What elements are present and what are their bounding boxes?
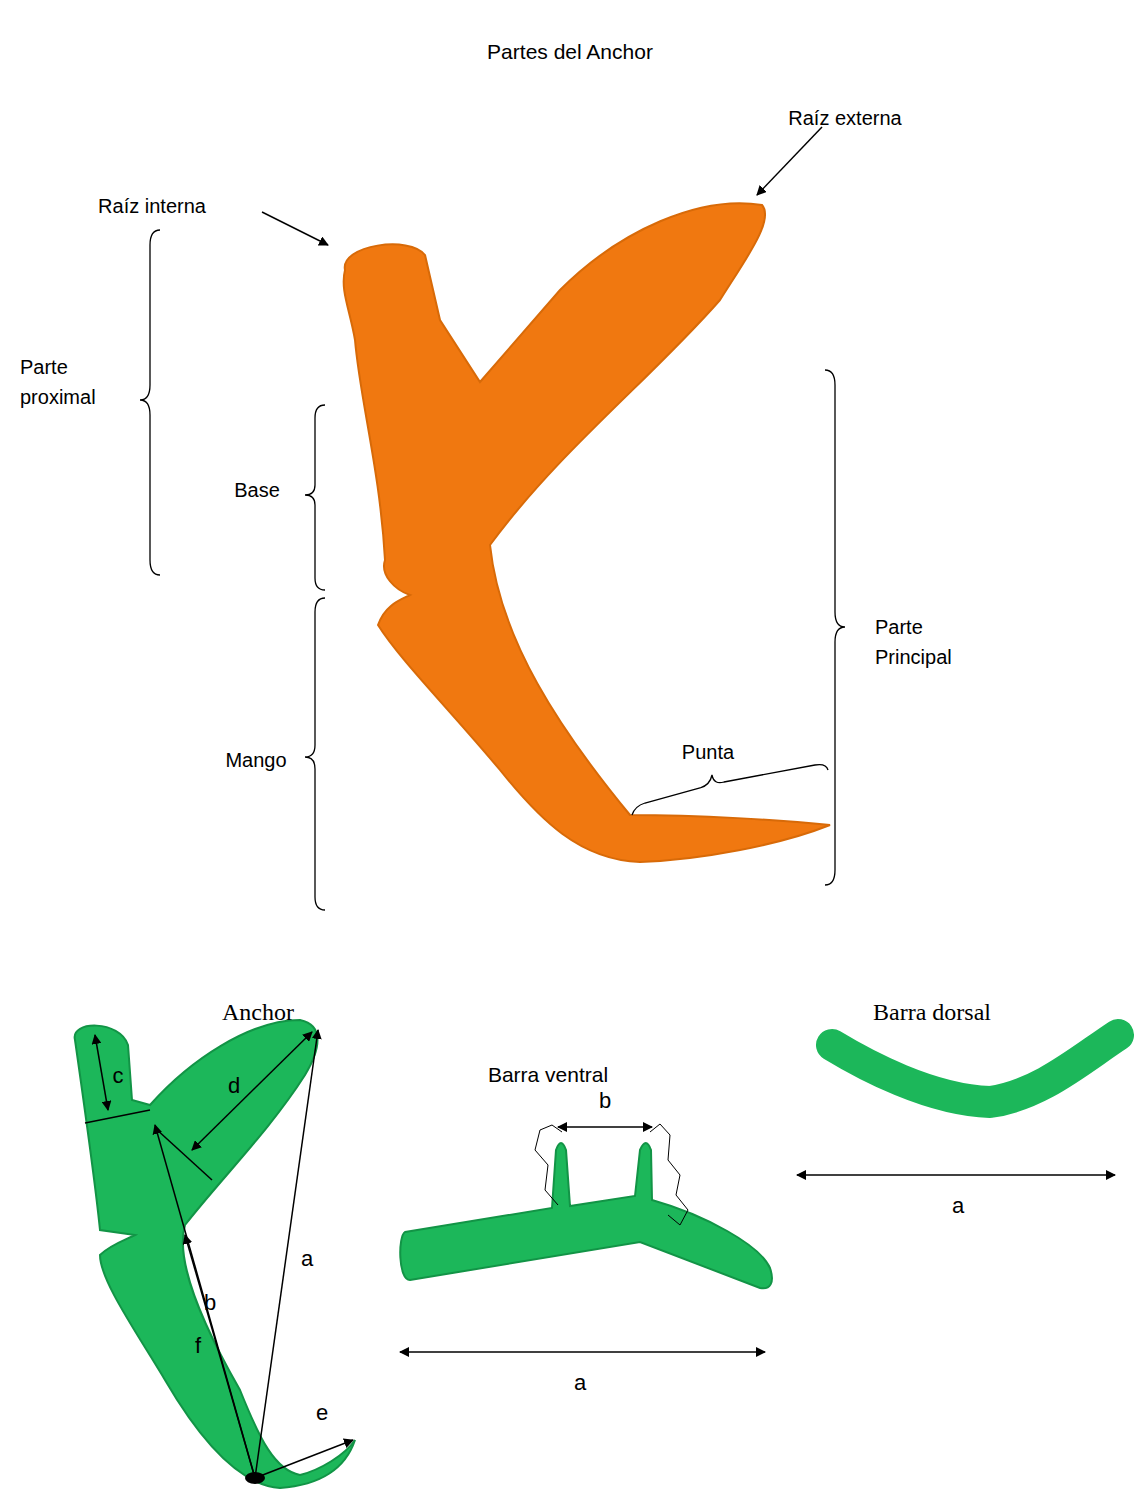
dimension-arrow [255,1440,353,1478]
part-label: Raíz interna [98,191,206,221]
dimension-line [85,1110,150,1123]
dimension-arrow [185,1235,255,1478]
part-label: Parte Principal [875,612,985,672]
anchor-shape [344,203,830,862]
leader-arrow [262,212,328,245]
leader-arrow [757,127,822,195]
figure-label: Barra ventral [488,1059,608,1091]
part-label: Mango [225,745,286,775]
part-label: Punta [682,737,734,767]
anchor-shape [75,1020,355,1488]
dimension-arrow [400,1351,765,1353]
prong-outline [650,1124,688,1225]
dimension-arrow [255,1030,318,1478]
brace [305,598,325,910]
dorsal-bar-shape [832,1035,1118,1102]
dimension-letter: d [228,1069,240,1102]
dimension-arrow [192,1032,312,1150]
dimension-arrow [155,1125,255,1478]
dimension-letter: f [195,1329,201,1362]
dimension-letter: a [301,1242,313,1275]
figure-label: Barra dorsal [873,994,991,1030]
brace [825,370,845,885]
dimension-arrow [797,1174,1115,1176]
part-label: Raíz externa [788,103,901,133]
ventral-bar-shape [400,1143,772,1288]
brace [140,230,160,575]
prong-outline [535,1125,562,1205]
figure-label: Anchor [222,994,294,1030]
part-label: Base [234,475,280,505]
dimension-letter: e [316,1396,328,1429]
dimension-letter: a [574,1366,586,1399]
dimension-arrow [95,1035,108,1110]
part-label: Parte proximal [20,352,120,412]
dimension-letter: c [113,1059,124,1092]
brace [305,405,325,590]
diagram-title: Partes del Anchor [487,36,653,68]
dimension-arrow [558,1126,652,1128]
brace [632,765,828,815]
dimension-letter: a [952,1189,964,1222]
dimension-letter: b [204,1286,216,1319]
dimension-letter: b [599,1084,611,1117]
